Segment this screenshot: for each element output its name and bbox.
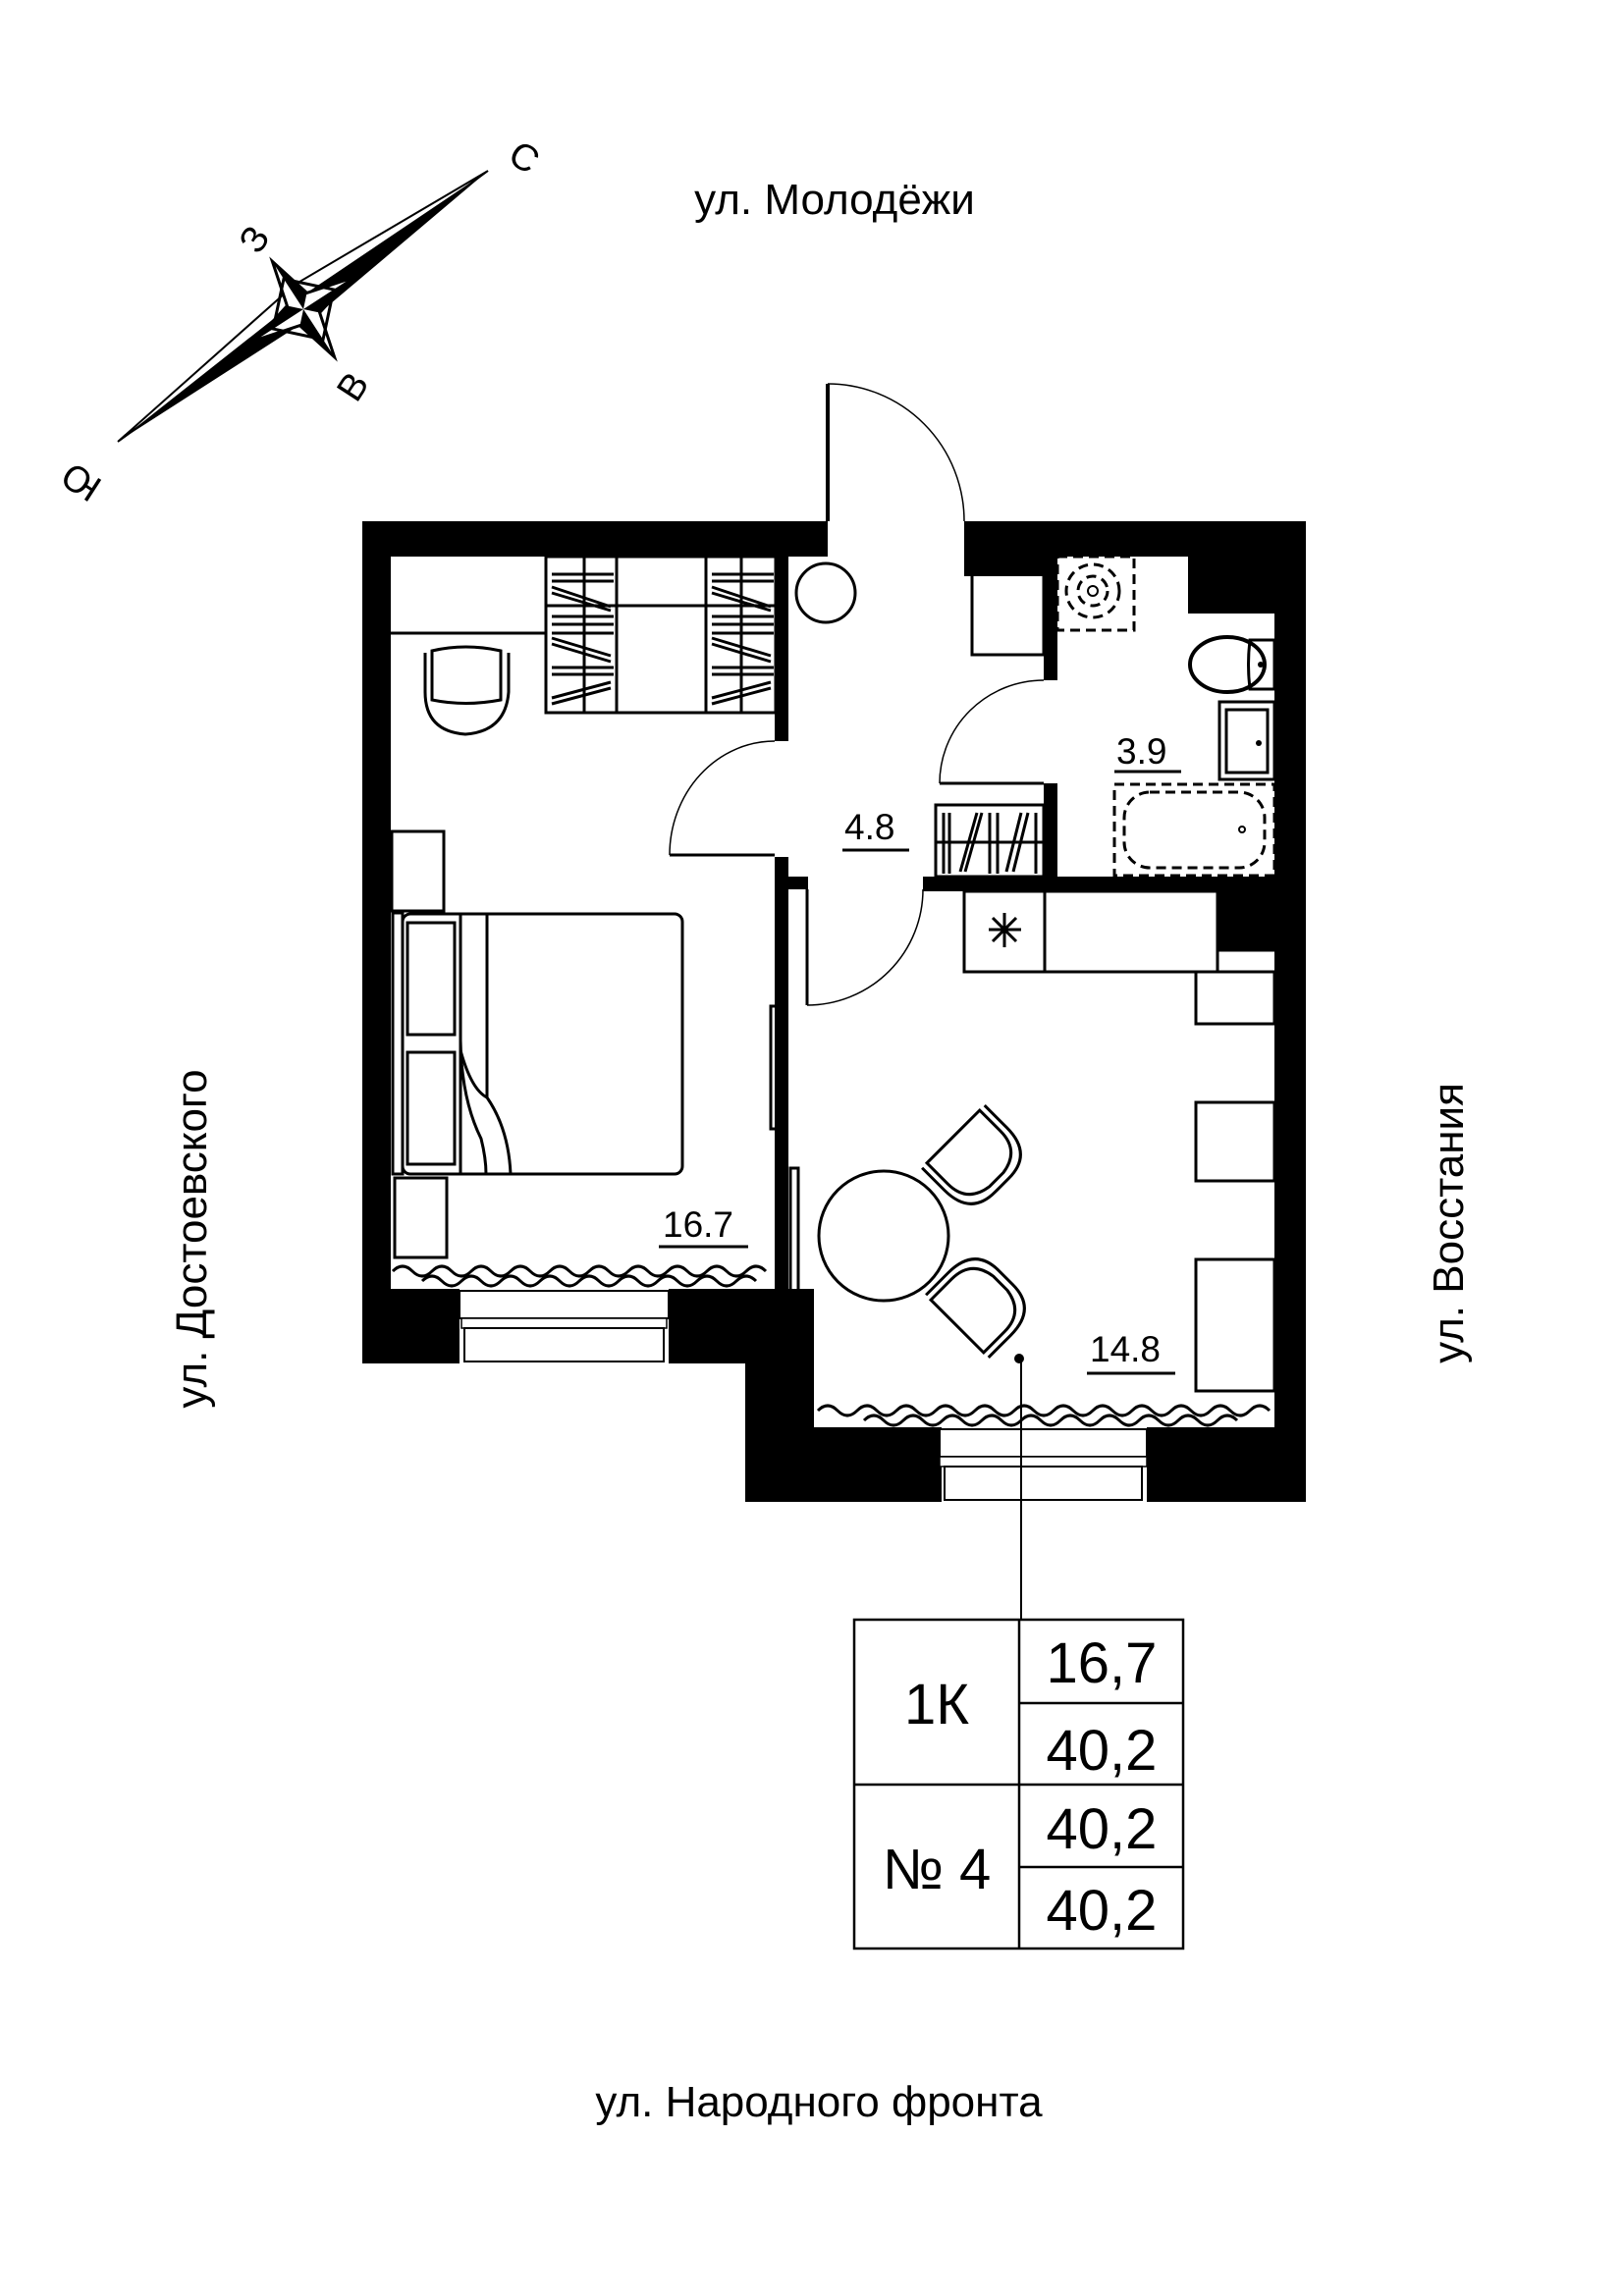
street-label-west: ул. Достоевского [168,1069,216,1408]
kitchen-living-furniture [769,889,1276,1393]
compass-east-label: В [329,365,377,408]
window-bedroom [459,1290,670,1362]
interior-walls [775,557,1274,1289]
bathroom-area-label: 3.9 [1116,731,1166,772]
bathroom-fixtures [1055,555,1276,878]
area-value-4: 40,2 [1047,1879,1158,1943]
entrance-door[interactable] [826,383,965,522]
apartment-info-table: 1К № 4 16,7 40,2 40,2 40,2 [852,1618,1185,1950]
compass-north-label: С [501,133,546,183]
compass-south-label: Ю [55,454,109,508]
street-label-south: ул. Народного фронта [595,2078,1043,2126]
living-area-value: 16,7 [1047,1631,1158,1695]
street-label-north: ул. Молодёжи [694,176,975,224]
area-value-3: 40,2 [1047,1797,1158,1861]
window-living-room [939,1428,1148,1501]
living-room-door[interactable] [805,888,924,1006]
exterior-walls [362,521,1306,1502]
apartment-leader-line [1014,1354,1024,1620]
curtains [391,1264,1271,1427]
living-area-label: 14.8 [1090,1329,1161,1369]
apartment-type: 1К [904,1673,969,1736]
bedroom-door[interactable] [669,740,776,857]
total-area-value: 40,2 [1047,1719,1158,1783]
stove-icon [989,913,1021,947]
street-label-east: ул. Восстания [1425,1083,1473,1363]
compass-west-label: З [232,219,279,260]
hallway-closet [934,568,1046,879]
corridor-round-table [794,561,857,624]
room-area-labels: 16.7 4.8 3.9 14.8 [659,731,1181,1375]
compass-rose-icon: С З В Ю [55,133,547,508]
bedroom-area-label: 16.7 [663,1204,733,1245]
apartment-number: № 4 [883,1838,992,1901]
bedroom-furniture [390,555,778,1259]
hallway-area-label: 4.8 [844,807,894,847]
bathroom-door[interactable] [939,679,1045,785]
